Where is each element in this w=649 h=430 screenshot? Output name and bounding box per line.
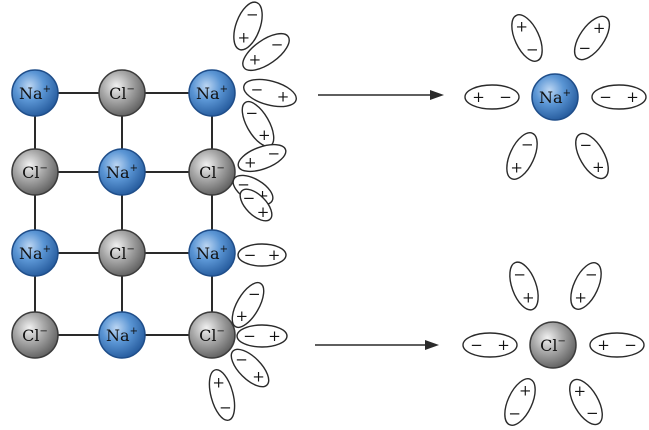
- plus-sign: +: [268, 327, 281, 345]
- water-dipole: −+: [237, 325, 287, 347]
- minus-sign: −: [513, 265, 526, 283]
- minus-sign: −: [579, 136, 592, 154]
- minus-sign: −: [219, 399, 232, 417]
- water-dipole: −+: [506, 10, 549, 65]
- plus-sign: +: [212, 373, 225, 391]
- plus-sign: +: [257, 203, 270, 221]
- water-dipole: +−: [205, 367, 240, 423]
- minus-sign: −: [499, 88, 512, 106]
- plus-sign: +: [522, 289, 535, 307]
- plus-sign: +: [268, 246, 281, 264]
- water-dipole: +−: [504, 258, 544, 313]
- minus-sign: −: [235, 351, 248, 369]
- dissolution-arrow-top: [318, 90, 444, 100]
- water-dipole: +−: [226, 278, 270, 332]
- plus-sign: +: [574, 288, 587, 306]
- minus-sign: −: [245, 104, 258, 122]
- lattice-ion-na: Na+: [99, 149, 145, 195]
- lattice-ion-na: Na+: [99, 312, 145, 358]
- plus-sign: +: [515, 18, 528, 36]
- plus-sign: +: [472, 88, 485, 106]
- water-dipole: −+: [569, 128, 615, 183]
- minus-sign: −: [243, 189, 256, 207]
- plus-sign: +: [626, 88, 639, 106]
- plus-sign: +: [252, 367, 265, 385]
- plus-sign: +: [235, 307, 248, 325]
- lattice-ion-cl: Cl−: [99, 230, 145, 276]
- water-dipole: −+: [463, 333, 517, 357]
- hydrated-na-ion: −+−++−−+−+−+ Na+: [465, 10, 646, 183]
- lattice-ion-cl: Cl−: [189, 312, 235, 358]
- plus-sign: +: [510, 158, 523, 176]
- minus-sign: −: [246, 5, 259, 23]
- minus-sign: −: [624, 336, 637, 354]
- lattice-ion-na: Na+: [12, 70, 58, 116]
- lattice-ion-cl: Cl−: [12, 312, 58, 358]
- water-dipole: +−: [565, 258, 608, 313]
- plus-sign: +: [237, 29, 250, 47]
- lattice-ion-na: Na+: [189, 70, 235, 116]
- plus-sign: +: [277, 87, 290, 105]
- hydrated-cl-ion: +−+−−++−+−+− Cl−: [463, 258, 644, 429]
- water-dipole: −+: [592, 85, 646, 109]
- water-dipole: +−: [563, 374, 609, 429]
- minus-sign: −: [271, 35, 284, 53]
- plus-sign: +: [244, 153, 257, 171]
- lattice-bonds: [35, 93, 212, 335]
- minus-sign: −: [599, 88, 612, 106]
- plus-sign: +: [597, 336, 610, 354]
- water-dipole: −+: [238, 244, 286, 266]
- lattice-ion-na: Na+: [189, 230, 235, 276]
- minus-sign: −: [267, 145, 280, 163]
- minus-sign: −: [585, 266, 598, 284]
- ion-lattice: Na+ Cl− Na+ Cl− Na+ Cl− Na+ C: [12, 70, 235, 358]
- water-dipole: −+: [568, 11, 616, 66]
- minus-sign: −: [579, 39, 592, 57]
- plus-sign: +: [258, 126, 271, 144]
- plus-sign: +: [519, 382, 532, 400]
- lattice-water-dipoles: +−+−−+−++−−+−+−++−−+−++−: [205, 0, 300, 423]
- minus-sign: −: [243, 327, 256, 345]
- plus-sign: +: [592, 158, 605, 176]
- water-dipole: +−: [465, 85, 519, 109]
- water-dipole: −+: [225, 343, 274, 392]
- minus-sign: −: [248, 285, 261, 303]
- lattice-ion-na: Na+: [12, 230, 58, 276]
- plus-sign: +: [497, 336, 510, 354]
- minus-sign: −: [586, 404, 599, 422]
- minus-sign: −: [251, 81, 264, 99]
- minus-sign: −: [526, 40, 539, 58]
- plus-sign: +: [249, 51, 262, 69]
- plus-sign: +: [593, 19, 606, 37]
- plus-sign: +: [573, 382, 586, 400]
- water-dipole: +−: [590, 333, 644, 357]
- lattice-ion-cl: Cl−: [12, 149, 58, 195]
- minus-sign: −: [508, 404, 521, 422]
- lattice-ion-cl: Cl−: [189, 149, 235, 195]
- minus-sign: −: [470, 336, 483, 354]
- water-dipole: +−: [499, 374, 542, 429]
- minus-sign: −: [521, 136, 534, 154]
- minus-sign: −: [244, 246, 257, 264]
- dissolution-arrow-bottom: [315, 340, 439, 350]
- water-dipole: −+: [501, 128, 544, 183]
- lattice-ion-cl: Cl−: [99, 70, 145, 116]
